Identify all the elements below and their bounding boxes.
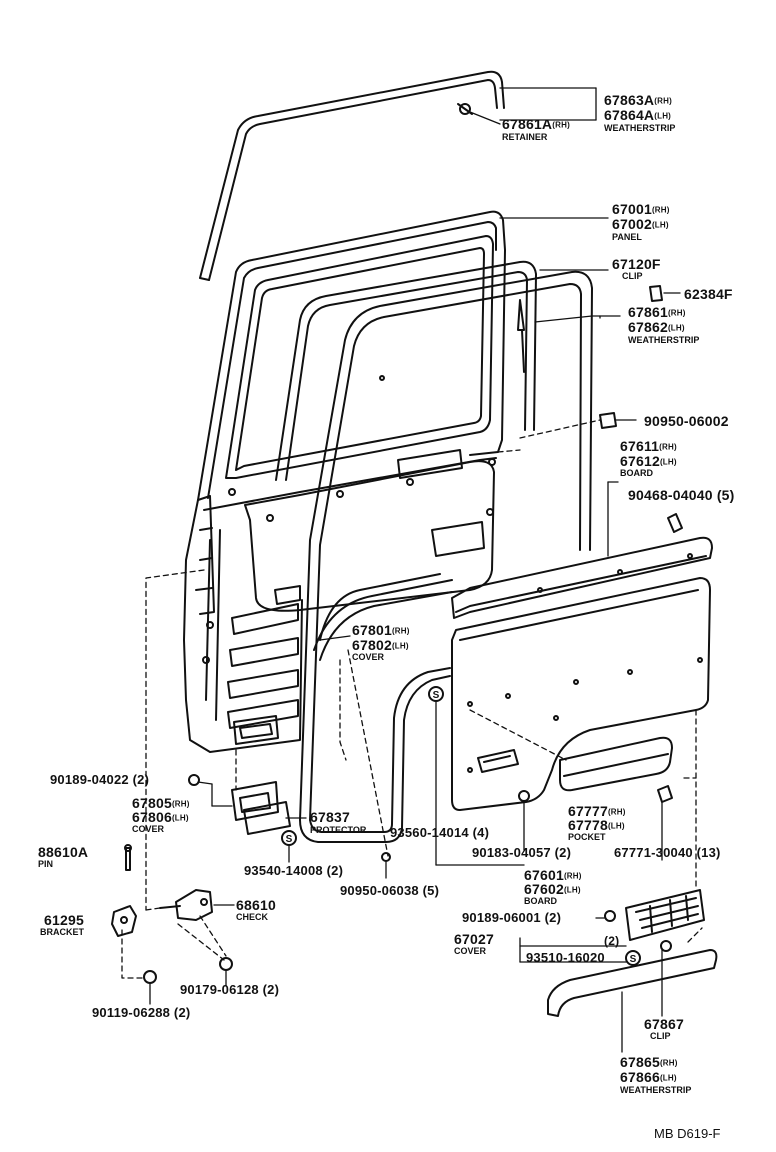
nut-90179-drawing	[219, 957, 233, 971]
label-62384F: 62384F	[684, 286, 733, 302]
label-cover-left: COVER	[132, 824, 165, 834]
label-check: CHECK	[236, 912, 269, 922]
pin-88610A-drawing	[124, 844, 132, 871]
label-67861A: 67861A(RH)	[502, 116, 570, 132]
leader-lines	[149, 87, 681, 1053]
label-67002: 67002(LH)	[612, 216, 669, 232]
label-pin: PIN	[38, 859, 54, 869]
label-weatherstrip-mid: WEATHERSTRIP	[628, 335, 700, 345]
label-67027: 67027	[454, 931, 494, 947]
label-67120F: 67120F	[612, 256, 661, 272]
door-weatherstrip-drawing	[275, 260, 537, 481]
vent-cover-67027-drawing	[625, 889, 705, 941]
label-cover-bottom: COVER	[454, 946, 487, 956]
label-90179-06128: 90179-06128 (2)	[180, 982, 280, 997]
label-weatherstrip-bottom: WEATHERSTRIP	[620, 1085, 692, 1095]
label-90183-04057: 90183-04057 (2)	[472, 845, 572, 860]
door-panel-drawing	[183, 210, 506, 753]
label-67867: 67867	[644, 1016, 684, 1032]
label-67864A: 67864A(LH)	[604, 107, 672, 123]
label-67805: 67805(RH)	[132, 795, 190, 811]
label-67865: 67865(RH)	[620, 1054, 678, 1070]
nut-90189-04022-drawing	[188, 774, 200, 786]
diagram-reference-code: MB D619-F	[654, 1126, 721, 1141]
label-board-bottom: BOARD	[524, 896, 557, 906]
cover-67805-drawing	[231, 781, 279, 821]
label-67602: 67602(LH)	[524, 881, 581, 897]
trim-clip-67771-drawing	[657, 785, 673, 803]
label-67802: 67802(LH)	[352, 637, 409, 653]
label-93560-14014: 93560-14014 (4)	[390, 825, 490, 840]
label-weatherstrip-top: WEATHERSTRIP	[604, 123, 676, 133]
upper-weatherstrip-drawing	[199, 70, 505, 281]
plug-90950-06038-drawing	[381, 852, 391, 862]
label-67862: 67862(LH)	[628, 319, 685, 335]
label-93510-16020: 93510-16020	[526, 950, 605, 965]
label-90189-06001: 90189-06001 (2)	[462, 910, 562, 925]
label-67612: 67612(LH)	[620, 453, 677, 469]
check-68610-drawing	[159, 889, 213, 921]
label-90950-06038: 90950-06038 (5)	[340, 883, 440, 898]
label-qty-2: (2)	[604, 934, 620, 948]
pocket-67777-drawing	[559, 736, 673, 792]
label-88610A: 88610A	[38, 844, 89, 860]
label-board-top: BOARD	[620, 468, 653, 478]
small-clip-62384F-drawing	[649, 285, 663, 302]
label-93540-14008: 93540-14008 (2)	[244, 863, 344, 878]
lower-board-67601-drawing	[451, 577, 711, 811]
plug-90950-06002-drawing	[599, 412, 617, 429]
label-90950-06002: 90950-06002	[644, 413, 729, 429]
label-retainer: RETAINER	[502, 132, 548, 142]
dashed-guide-lines	[121, 419, 703, 979]
label-clip-top: CLIP	[622, 271, 643, 281]
label-67801: 67801(RH)	[352, 622, 410, 638]
label-67778: 67778(LH)	[568, 817, 625, 833]
label-90189-04022: 90189-04022 (2)	[50, 772, 150, 787]
label-90468-04040: 90468-04040 (5)	[628, 487, 735, 503]
screw-90183-drawing	[518, 790, 530, 802]
label-67806: 67806(LH)	[132, 809, 189, 825]
screw-90468-drawing	[667, 513, 683, 533]
label-cover-mid: COVER	[352, 652, 385, 662]
s-mark-board: S	[433, 690, 440, 701]
nut-90119-drawing	[143, 970, 157, 984]
s-mark-circle-93510	[625, 950, 641, 966]
label-67861: 67861(RH)	[628, 304, 686, 320]
label-67863A: 67863A(RH)	[604, 92, 672, 108]
label-67771-30040: 67771-30040 (13)	[614, 845, 721, 860]
label-67777: 67777(RH)	[568, 803, 626, 819]
label-67866: 67866(LH)	[620, 1069, 677, 1085]
clip-67867-drawing	[660, 940, 672, 952]
label-61295: 61295	[44, 912, 84, 928]
label-67001: 67001(RH)	[612, 201, 670, 217]
lower-weatherstrip-drawing	[547, 949, 718, 1017]
protector-67837-drawing	[243, 801, 291, 835]
label-68610: 68610	[236, 897, 276, 913]
s-mark-protector: S	[286, 834, 293, 845]
s-mark-93510: S	[630, 954, 637, 965]
label-clip-bottom: CLIP	[650, 1031, 671, 1041]
label-67611: 67611(RH)	[620, 438, 677, 454]
label-panel: PANEL	[612, 232, 642, 242]
cover-67801-drawing	[313, 579, 453, 661]
bracket-61295-drawing	[111, 905, 137, 937]
label-67837: 67837	[310, 809, 350, 825]
nut-90189-06001-drawing	[604, 910, 616, 922]
outer-weatherstrip-drawing	[299, 270, 593, 843]
label-90119-06288: 90119-06288 (2)	[92, 1005, 191, 1020]
label-protector: PROTECTOR	[310, 825, 367, 835]
label-67601: 67601(RH)	[524, 867, 582, 883]
label-bracket: BRACKET	[40, 927, 84, 937]
upper-board-67611-drawing	[451, 536, 713, 619]
label-pocket: POCKET	[568, 832, 606, 842]
